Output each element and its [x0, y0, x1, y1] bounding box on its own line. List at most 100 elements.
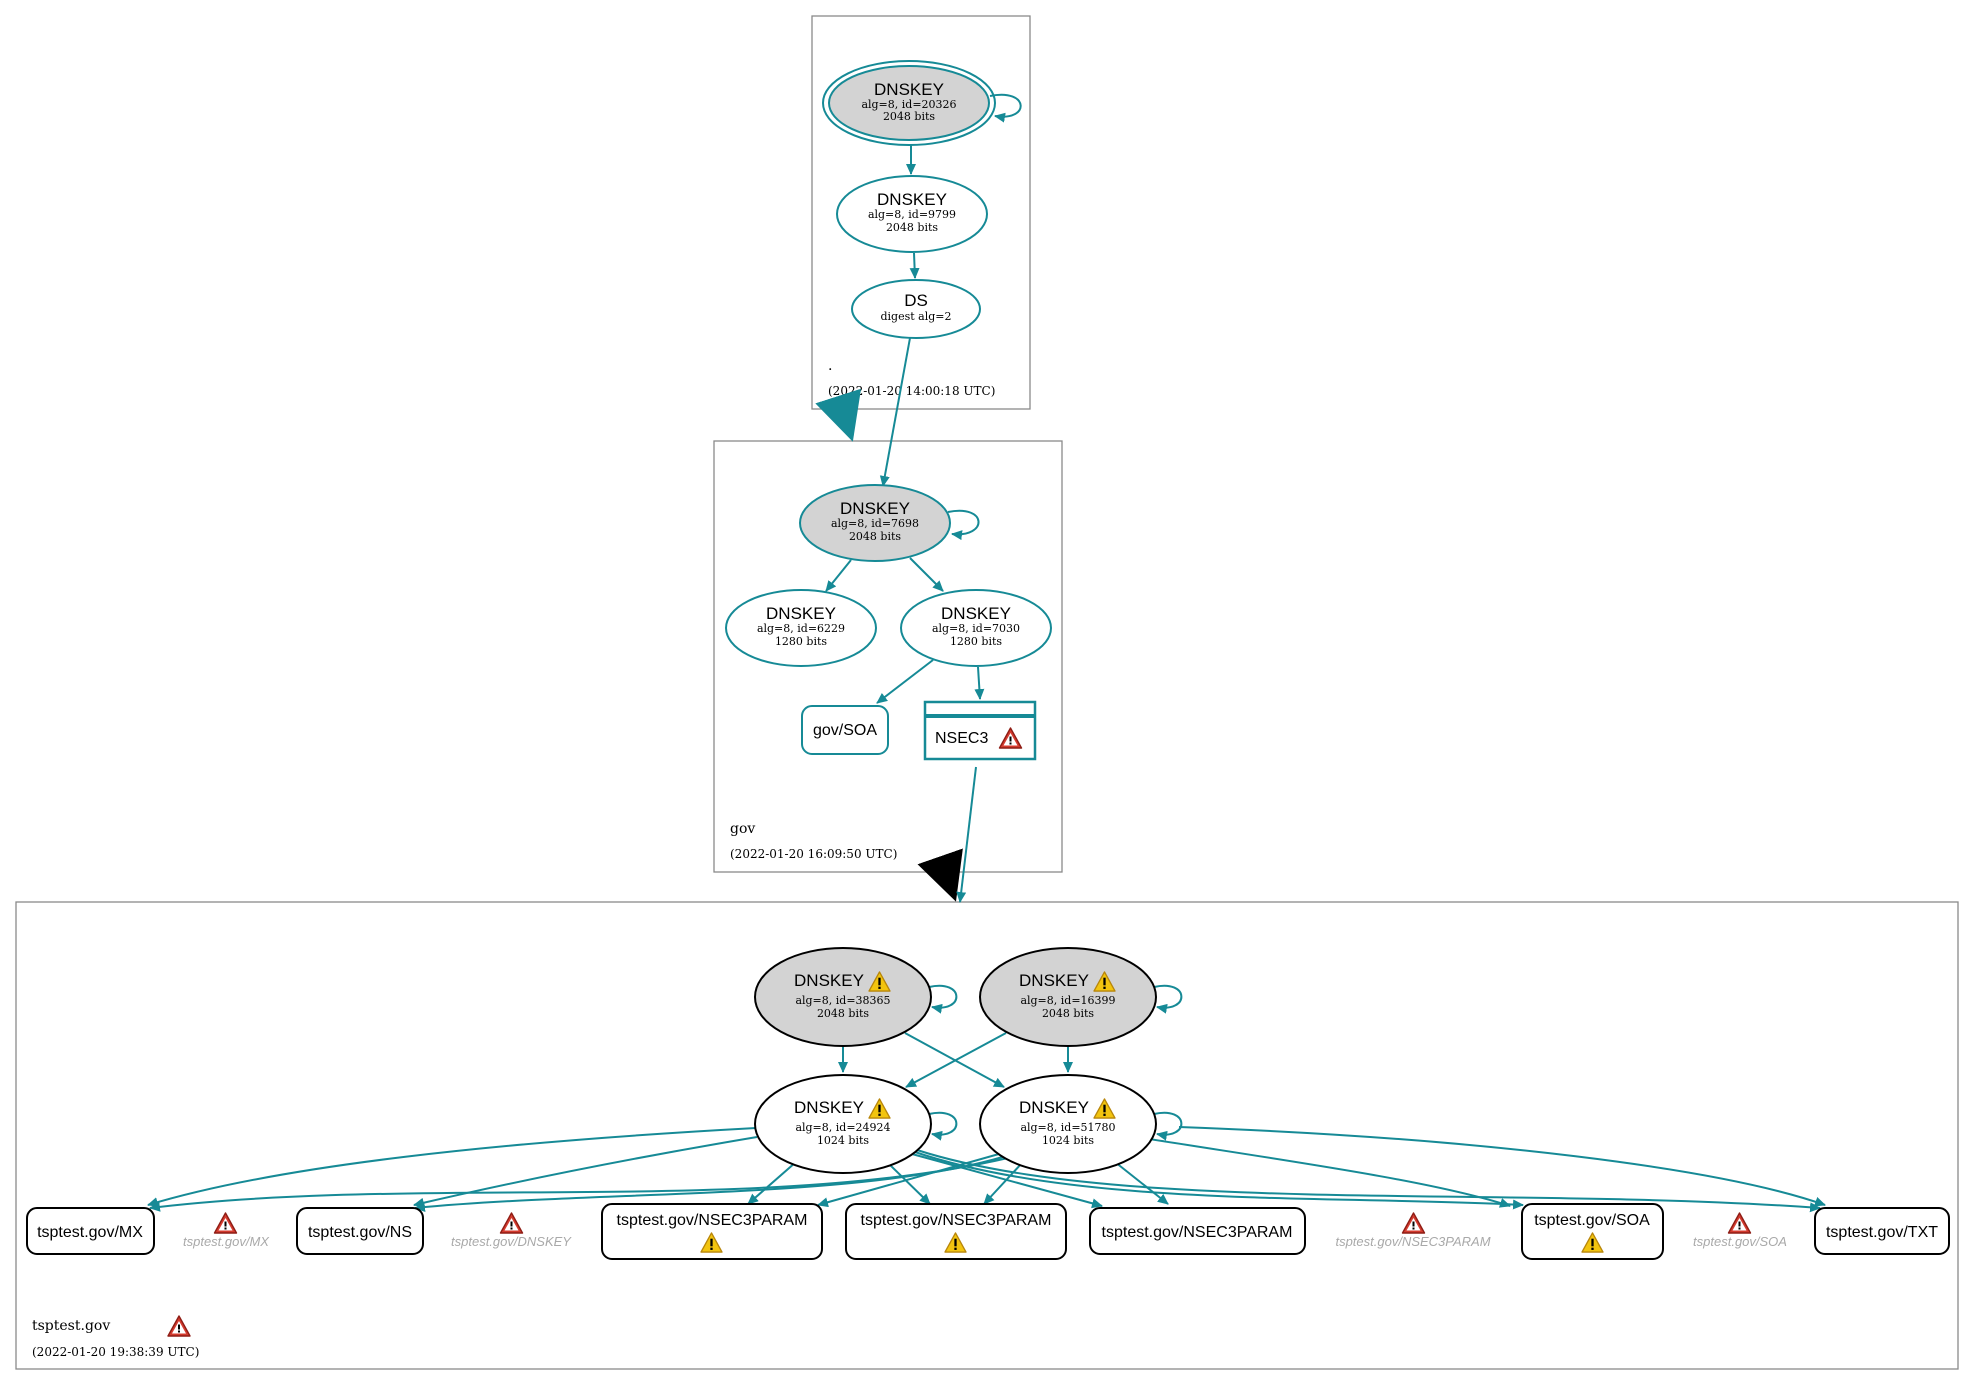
node-gov-ksk[interactable]: DNSKEY alg=8, id=7698 2048 bits	[799, 484, 951, 562]
edge-ts-zsk2-nsec3param2	[983, 1162, 1023, 1205]
rrset-tsptest-nsec3param-3-label: tsptest.gov/NSEC3PARAM	[1102, 1224, 1293, 1241]
edge-gov-ksk-zsk1	[825, 559, 852, 592]
edge-root-ds-gov-ksk	[879, 337, 911, 487]
node-ts-zsk-24924-alg: alg=8, id=24924	[795, 1121, 890, 1134]
node-ts-zsk-24924-title: DNSKEY	[794, 1098, 864, 1117]
rrset-tsptest-ns-label: tsptest.gov/NS	[308, 1224, 412, 1241]
node-gov-zsk-6229-title: DNSKEY	[766, 604, 836, 623]
node-gov-zsk-7030-alg: alg=8, id=7030	[932, 622, 1020, 635]
node-gov-ksk-bits: 2048 bits	[849, 530, 901, 543]
edge-ts-zsk2-nsec3param1	[817, 1151, 1007, 1208]
node-root-ksk-bits: 2048 bits	[883, 110, 935, 123]
ghost-dnskey-error-icon	[499, 1212, 524, 1234]
ghost-rrset-soa[interactable]: tsptest.gov/SOA	[1693, 1212, 1787, 1249]
node-root-ds[interactable]: DS digest alg=2	[851, 279, 981, 339]
edge-ts-zsk1-txt	[916, 1149, 1821, 1213]
rrset-tsptest-nsec3param-2-label: tsptest.gov/NSEC3PARAM	[861, 1212, 1052, 1229]
ghost-rrset-dnskey-label: tsptest.gov/DNSKEY	[451, 1234, 572, 1249]
ghost-rrset-nsec3param-label: tsptest.gov/NSEC3PARAM	[1335, 1234, 1490, 1249]
node-ts-ksk-16399-alg: alg=8, id=16399	[1020, 994, 1115, 1007]
ghost-nsec3param-error-icon	[1401, 1212, 1426, 1234]
ghost-rrset-mx-label: tsptest.gov/MX	[183, 1234, 270, 1249]
rrset-tsptest-txt[interactable]: tsptest.gov/TXT	[1814, 1207, 1950, 1255]
node-root-ds-digest: digest alg=2	[880, 310, 951, 323]
node-ts-ksk-38365[interactable]: DNSKEY alg=8, id=38365 2048 bits	[754, 947, 932, 1047]
edge-self-ts-ksk1	[928, 984, 958, 1014]
ghost-mx-error-icon	[213, 1212, 238, 1234]
zone-gov-timestamp: (2022-01-20 16:09:50 UTC)	[730, 847, 897, 861]
edge-root-zsk-ds	[909, 252, 920, 279]
zone-tsptest-label: tsptest.gov	[32, 1318, 110, 1334]
rrset-tsptest-soa-label: tsptest.gov/SOA	[1534, 1212, 1650, 1229]
node-gov-nsec3-label: NSEC3	[935, 730, 988, 747]
ghost-rrset-soa-label: tsptest.gov/SOA	[1693, 1234, 1787, 1249]
edge-ts-zsk1-mx	[147, 1127, 757, 1207]
delegation-arrow-gov-tsptest	[917, 848, 963, 902]
edge-ts-zsk2-soa	[1136, 1136, 1511, 1208]
node-gov-soa[interactable]: gov/SOA	[801, 705, 889, 755]
edge-self-root-ksk	[989, 93, 1022, 123]
edge-ts-zsk1-nsec3param2	[887, 1162, 931, 1205]
ghost-rrset-nsec3param[interactable]: tsptest.gov/NSEC3PARAM	[1335, 1212, 1491, 1249]
node-gov-ksk-title: DNSKEY	[840, 499, 910, 518]
node-gov-zsk-6229-bits: 1280 bits	[775, 635, 827, 648]
rrset-tsptest-ns[interactable]: tsptest.gov/NS	[296, 1207, 424, 1255]
node-root-ds-title: DS	[904, 291, 928, 310]
node-gov-zsk-7030-title: DNSKEY	[941, 604, 1011, 623]
node-root-zsk-bits: 2048 bits	[886, 221, 938, 234]
node-root-zsk-title: DNSKEY	[877, 190, 947, 209]
edge-ts-zsk1-soa	[914, 1151, 1524, 1210]
rrset-tsptest-mx-label: tsptest.gov/MX	[37, 1224, 143, 1241]
node-gov-zsk-6229-alg: alg=8, id=6229	[757, 622, 845, 635]
edge-self-gov-ksk	[947, 509, 980, 541]
node-ts-zsk-51780-title: DNSKEY	[1019, 1098, 1089, 1117]
zone-gov-label: gov	[730, 821, 755, 837]
edge-ts-zsk2-nsec3param3	[1114, 1161, 1169, 1205]
zone-gov-box	[713, 440, 1063, 873]
edge-ts-ksk2-zsk1	[905, 1032, 1007, 1088]
node-ts-ksk-16399-title: DNSKEY	[1019, 971, 1089, 990]
node-root-ksk-alg: alg=8, id=20326	[861, 98, 956, 111]
node-ts-ksk-16399[interactable]: DNSKEY alg=8, id=16399 2048 bits	[979, 947, 1157, 1047]
rrset-tsptest-soa[interactable]: tsptest.gov/SOA	[1521, 1203, 1664, 1260]
edge-gov-ksk-zsk2	[909, 557, 944, 592]
node-ts-zsk-51780[interactable]: DNSKEY alg=8, id=51780 1024 bits	[979, 1074, 1157, 1174]
rrset-tsptest-txt-label: tsptest.gov/TXT	[1826, 1224, 1938, 1241]
ghost-rrset-dnskey[interactable]: tsptest.gov/DNSKEY	[451, 1212, 572, 1249]
rrset-tsptest-mx[interactable]: tsptest.gov/MX	[26, 1207, 155, 1255]
edge-ts-zsk2-ns	[414, 1155, 1007, 1213]
node-ts-zsk-51780-alg: alg=8, id=51780	[1020, 1121, 1115, 1134]
node-root-zsk-alg: alg=8, id=9799	[868, 208, 956, 221]
rrset-tsptest-nsec3param-2[interactable]: tsptest.gov/NSEC3PARAM	[845, 1203, 1067, 1260]
node-gov-zsk-7030[interactable]: DNSKEY alg=8, id=7030 1280 bits	[900, 589, 1052, 667]
node-root-ksk[interactable]: DNSKEY alg=8, id=20326 2048 bits	[822, 60, 996, 146]
node-root-zsk[interactable]: DNSKEY alg=8, id=9799 2048 bits	[836, 175, 988, 253]
node-ts-ksk-38365-alg: alg=8, id=38365	[795, 994, 890, 1007]
ghost-soa-error-icon	[1727, 1212, 1752, 1234]
edge-self-ts-zsk2	[1153, 1111, 1183, 1141]
zone-root-timestamp: (2022-01-20 14:00:18 UTC)	[828, 384, 995, 398]
node-gov-nsec3[interactable]: NSEC3	[923, 700, 1037, 761]
zone-tsptest-error-icon	[167, 1315, 191, 1337]
edge-ts-zsk1-ns	[413, 1136, 758, 1208]
node-ts-zsk-24924-bits: 1024 bits	[817, 1134, 869, 1147]
node-ts-ksk-16399-bits: 2048 bits	[1042, 1007, 1094, 1020]
edge-ts-zsk2-txt	[1178, 1126, 1826, 1207]
rrset-tsptest-nsec3param-1-label: tsptest.gov/NSEC3PARAM	[617, 1212, 808, 1229]
ghost-rrset-mx[interactable]: tsptest.gov/MX	[183, 1212, 270, 1249]
edge-gov-zsk2-soa	[876, 659, 934, 704]
node-root-ksk-title: DNSKEY	[874, 80, 944, 99]
node-ts-zsk-24924[interactable]: DNSKEY alg=8, id=24924 1024 bits	[754, 1074, 932, 1174]
node-ts-ksk-38365-bits: 2048 bits	[817, 1007, 869, 1020]
edge-self-ts-ksk2	[1153, 984, 1183, 1014]
node-gov-zsk-6229[interactable]: DNSKEY alg=8, id=6229 1280 bits	[725, 589, 877, 667]
rrset-tsptest-nsec3param-3[interactable]: tsptest.gov/NSEC3PARAM	[1089, 1207, 1306, 1255]
edge-self-ts-zsk1	[928, 1111, 958, 1141]
zone-tsptest-box	[15, 901, 1959, 1370]
rrset-tsptest-nsec3param-1[interactable]: tsptest.gov/NSEC3PARAM	[601, 1203, 823, 1260]
edge-ts-zsk1-nsec3param1	[747, 1161, 797, 1205]
edge-gov-nsec3-tsptest	[956, 766, 977, 903]
zone-root-box	[811, 15, 1031, 410]
node-gov-ksk-alg: alg=8, id=7698	[831, 517, 919, 530]
